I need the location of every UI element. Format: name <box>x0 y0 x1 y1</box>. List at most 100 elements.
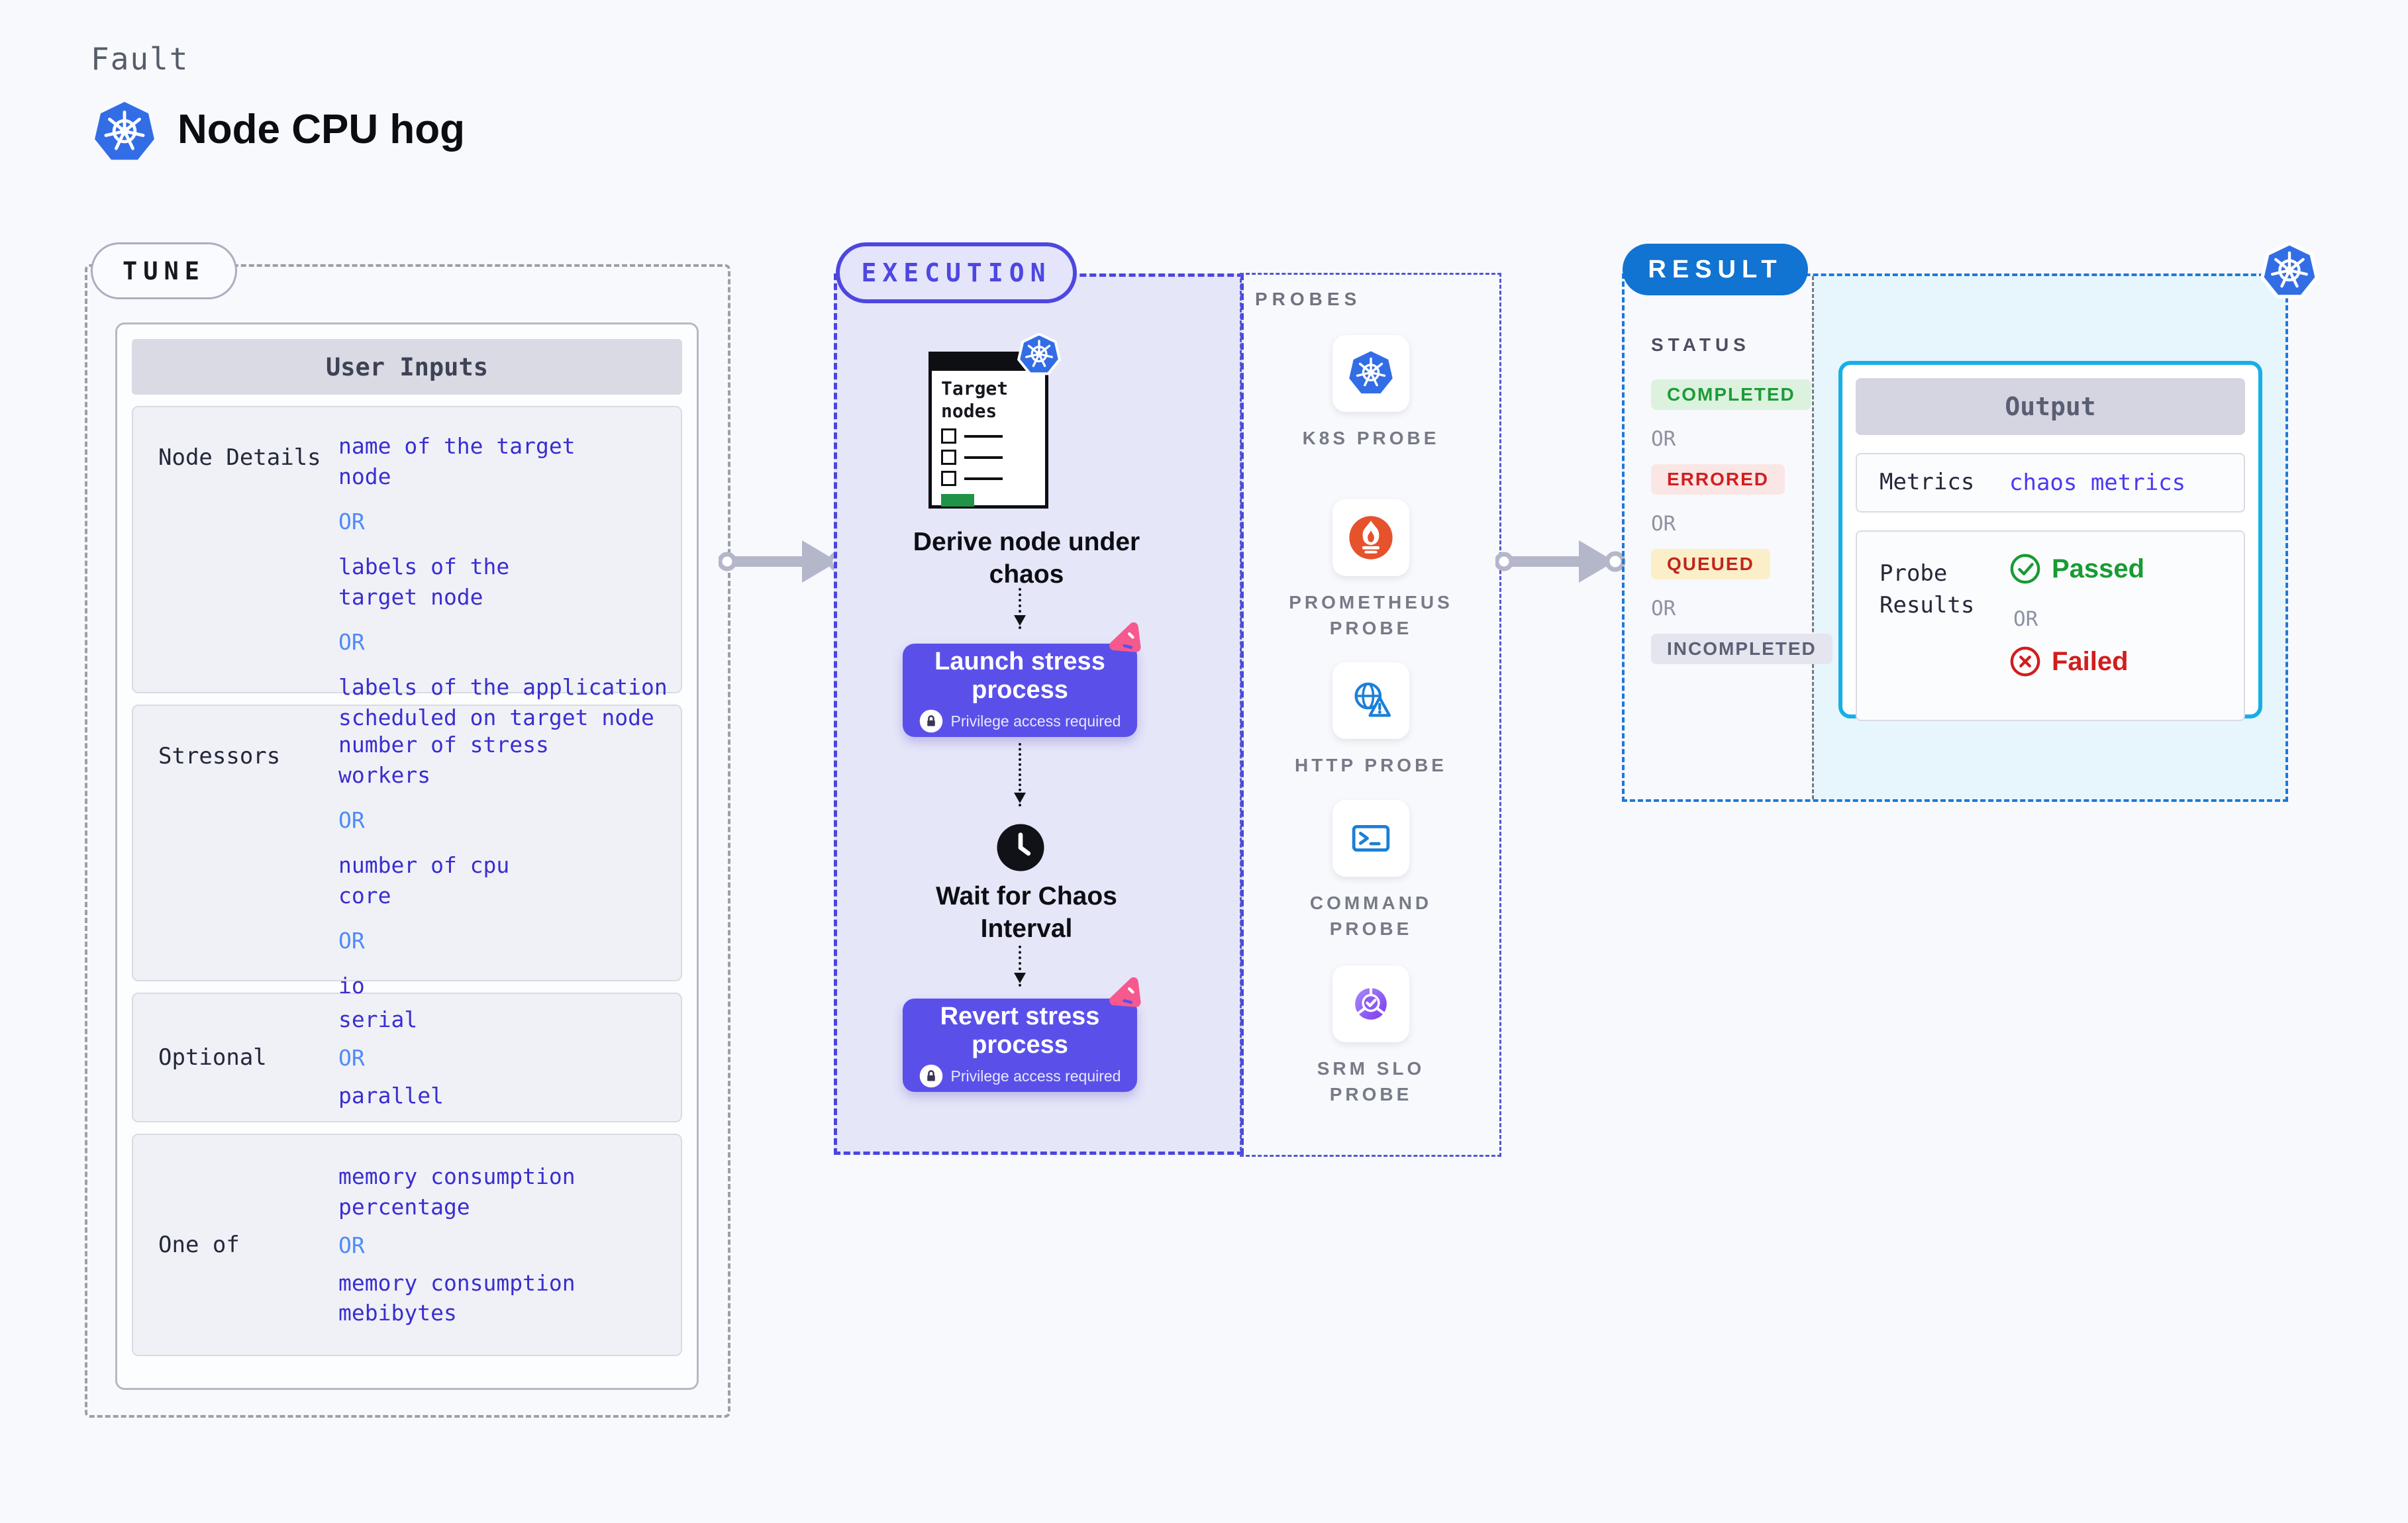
metrics-value: chaos metrics <box>2009 469 2186 496</box>
kubernetes-icon <box>1348 350 1394 395</box>
or-separator: OR <box>2013 607 2038 631</box>
metrics-row: Metrics chaos metrics <box>1856 453 2245 513</box>
selection-bar <box>941 494 974 507</box>
prometheus-icon <box>1349 516 1393 560</box>
status-badge-queued: QUEUED <box>1651 549 1770 579</box>
clock-icon <box>997 824 1044 871</box>
row-value: name of the target node <box>338 433 576 489</box>
step-title: Launch stress process <box>934 647 1105 704</box>
target-nodes-card: Target nodes <box>928 352 1048 509</box>
metrics-label: Metrics <box>1880 469 1975 496</box>
status-heading: STATUS <box>1651 334 1750 355</box>
fault-kicker: Fault <box>91 41 189 77</box>
user-inputs-table: User Inputs Node Details name of the tar… <box>115 322 699 1390</box>
x-circle-icon <box>2010 646 2040 677</box>
launch-stress-process-node: Launch stress process Privilege access r… <box>903 644 1137 737</box>
checkbox-icon <box>941 428 956 444</box>
probe-card-http <box>1332 662 1409 739</box>
probe-results-label: Probe Results <box>1880 560 1975 618</box>
node-list-item <box>941 471 1045 487</box>
dotted-arrow <box>1014 588 1026 629</box>
chaos-scenario-icon <box>1109 622 1141 652</box>
checkbox-icon <box>941 450 956 466</box>
output-card: Output Metrics chaos metrics Probe Resul… <box>1838 361 2262 721</box>
or-separator: OR <box>338 807 365 834</box>
row-value: labels of the target node <box>338 554 510 610</box>
target-card-title: Target nodes <box>941 377 1009 422</box>
or-separator: OR <box>338 629 365 656</box>
or-separator: OR <box>338 1232 365 1258</box>
revert-stress-process-node: Revert stress process Privilege access r… <box>903 999 1137 1092</box>
lock-icon <box>919 709 942 733</box>
line <box>964 477 1003 480</box>
or-separator: OR <box>338 509 365 535</box>
wait-chaos-interval-label: Wait for Chaos Interval <box>936 882 1117 943</box>
line <box>964 434 1003 438</box>
probe-label: HTTP PROBE <box>1295 755 1447 775</box>
privilege-note: Privilege access required <box>950 1067 1121 1085</box>
row-value: serial <box>338 1006 418 1032</box>
probe-label: COMMAND PROBE <box>1309 893 1432 940</box>
page-title: Node CPU hog <box>177 107 465 152</box>
checkbox-icon <box>941 471 956 487</box>
step-title: Revert stress process <box>940 1002 1100 1059</box>
probes-section <box>1240 273 1501 1157</box>
passed-label: Passed <box>2052 554 2145 583</box>
dotted-arrow <box>1014 946 1026 987</box>
failed-label: Failed <box>2052 646 2129 676</box>
terminal-icon <box>1352 824 1390 852</box>
node-list-item <box>941 450 1045 466</box>
or-separator: OR <box>1651 512 1676 536</box>
slo-donut-icon <box>1355 987 1387 1020</box>
row-value: parallel <box>338 1082 444 1108</box>
or-separator: OR <box>1651 427 1676 451</box>
node-list-item <box>941 428 1045 444</box>
status-badge-errored: ERRORED <box>1651 464 1785 495</box>
row-label: Optional <box>158 1044 267 1071</box>
row-value: io <box>338 973 365 999</box>
flow-arrow-execution-to-result <box>1495 534 1628 589</box>
row-one-of: One of memory consumption percentage OR … <box>132 1134 682 1356</box>
globe-warning-icon <box>1354 682 1391 717</box>
line <box>964 456 1003 459</box>
row-label: One of <box>158 1232 240 1258</box>
output-header: Output <box>1856 378 2245 435</box>
row-value: memory consumption mebibytes <box>338 1269 576 1326</box>
flow-arrow-tune-to-execution <box>719 534 851 589</box>
or-separator: OR <box>1651 597 1676 620</box>
result-divider <box>1812 276 1814 799</box>
tune-badge: TUNE <box>91 242 237 299</box>
probe-results-row: Probe Results Passed OR Failed <box>1856 530 2245 721</box>
chaos-scenario-icon <box>1109 977 1141 1007</box>
privilege-note: Privilege access required <box>950 712 1121 730</box>
row-value: memory consumption percentage <box>338 1163 576 1220</box>
probe-label: PROMETHEUS PROBE <box>1289 592 1453 639</box>
probe-label: SRM SLO PROBE <box>1317 1058 1425 1105</box>
execution-badge: EXECUTION <box>836 242 1077 303</box>
user-inputs-header: User Inputs <box>132 339 682 395</box>
row-node-details: Node Details name of the target node OR … <box>132 406 682 730</box>
probe-label: K8S PROBE <box>1302 428 1440 448</box>
result-section <box>1622 273 2288 802</box>
probe-card-command <box>1332 800 1409 877</box>
status-column: STATUS COMPLETED OR ERRORED OR QUEUED OR… <box>1651 334 1832 664</box>
row-value: number of cpu core <box>338 852 510 909</box>
row-stressors: Stressors number of stress workers OR nu… <box>132 705 682 999</box>
kubernetes-icon <box>93 101 156 164</box>
or-separator: OR <box>338 928 365 954</box>
row-label: Stressors <box>158 743 281 769</box>
dotted-arrow <box>1014 743 1026 807</box>
status-badge-incompleted: INCOMPLETED <box>1651 634 1832 664</box>
row-label: Node Details <box>158 444 321 471</box>
or-separator: OR <box>338 1044 365 1071</box>
tune-section <box>85 264 730 1418</box>
check-circle-icon <box>2010 554 2040 584</box>
lock-icon <box>919 1064 942 1088</box>
derive-node-step-label: Derive node under chaos <box>913 528 1140 589</box>
probe-card-prometheus <box>1332 499 1409 576</box>
status-badge-completed: COMPLETED <box>1651 379 1811 410</box>
kubernetes-icon <box>1017 333 1061 375</box>
probes-heading: PROBES <box>1255 289 1362 309</box>
row-value: labels of the application scheduled on t… <box>338 674 668 730</box>
